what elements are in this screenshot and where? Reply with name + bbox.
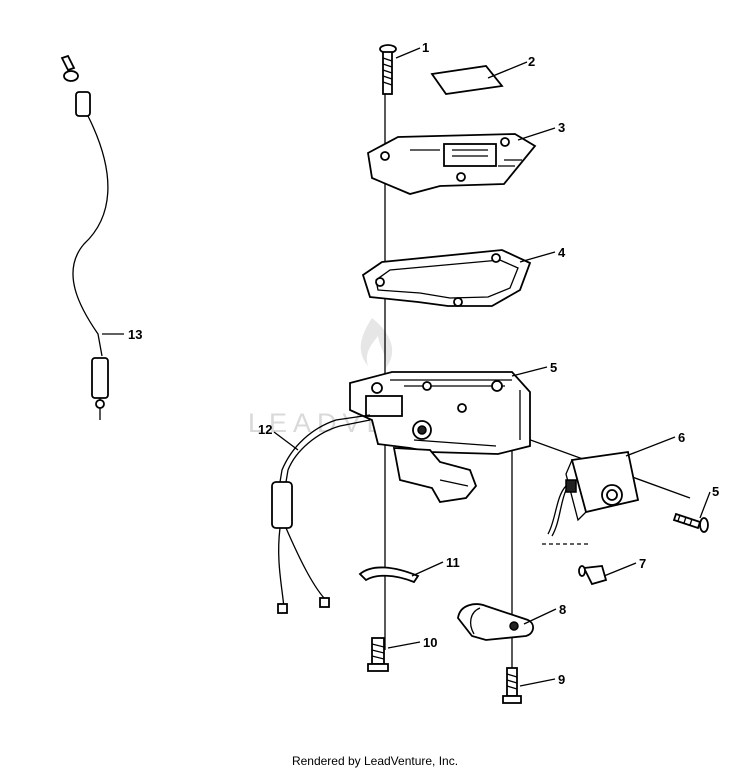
callout-7: 7 [639,556,646,571]
part-8-clamp [457,603,534,641]
part-9-bolt [502,667,522,704]
part-13-cable [60,54,109,420]
part-7-bulb [578,565,608,586]
callout-10: 10 [423,635,437,650]
part-10-bolt [367,637,389,672]
part-5-screw-right [672,512,709,533]
callout-12: 12 [258,422,272,437]
footer-credit: Rendered by LeadVenture, Inc. [291,754,459,768]
callout-9: 9 [558,672,565,687]
part-5-throttle-housing [349,371,531,503]
callout-13: 13 [128,327,142,342]
callout-3: 3 [558,120,565,135]
part-4-gasket [361,249,532,307]
part-3-cover-plate [367,133,537,195]
callout-8: 8 [559,602,566,617]
callout-2: 2 [528,54,535,69]
part-12-wire-harness [271,414,371,614]
callout-4: 4 [558,245,566,260]
part-11-clip [358,566,420,584]
callout-11: 11 [446,555,460,570]
part-1-screw [379,44,397,95]
callout-1: 1 [422,40,429,55]
leader-lines [102,47,711,687]
callout-6: 6 [678,430,685,445]
part-6-switch-housing [542,450,640,545]
callout-5-housing: 5 [550,360,557,375]
part-2-decal [430,65,504,95]
callout-5-screw: 5 [712,484,719,499]
